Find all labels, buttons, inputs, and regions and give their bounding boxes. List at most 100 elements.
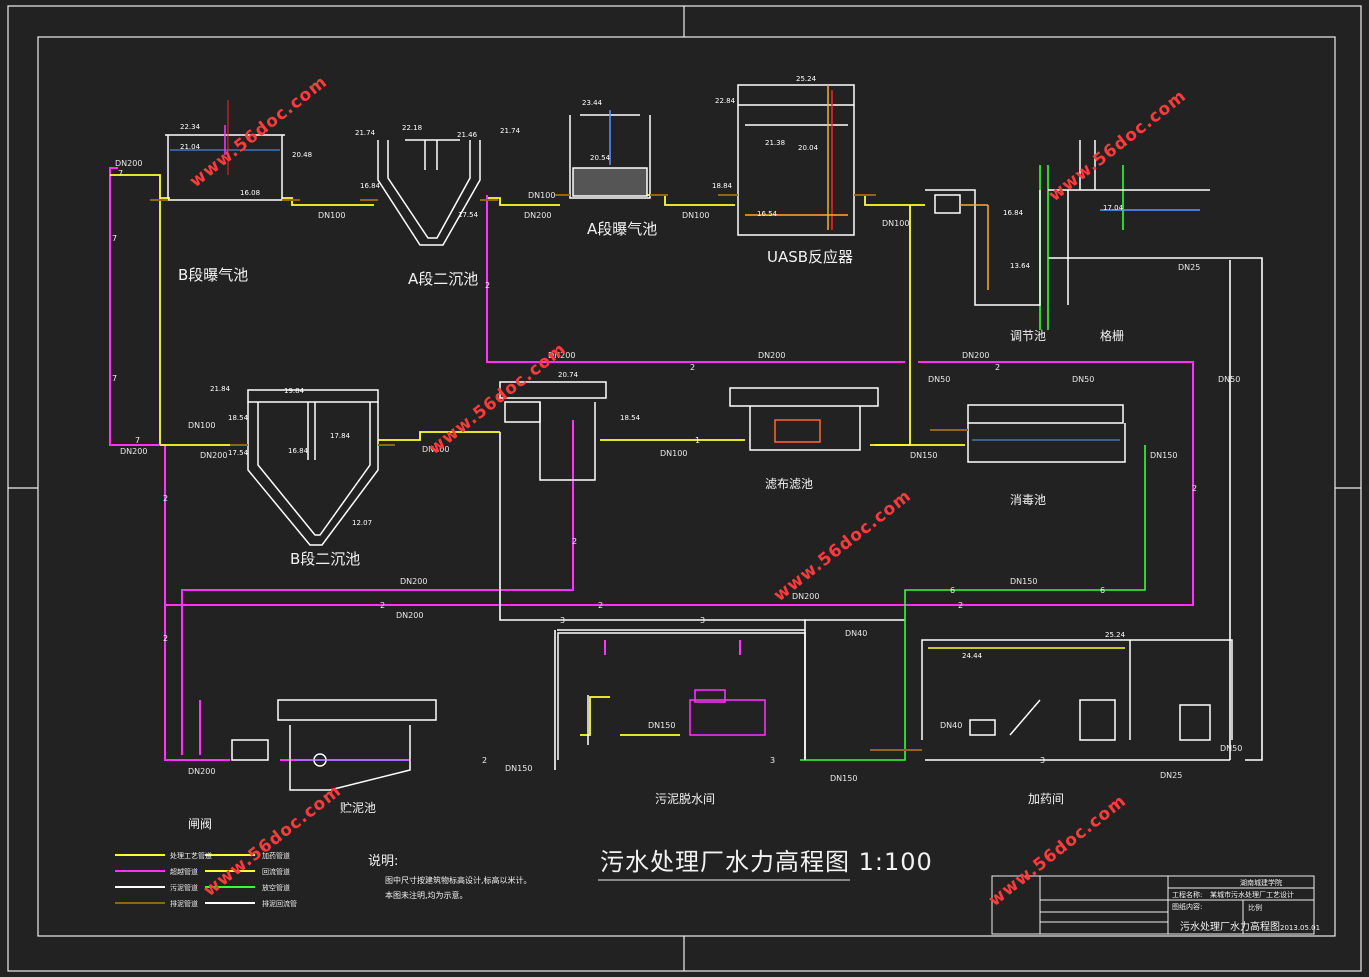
title-block-content-label: 图纸内容:: [1172, 903, 1203, 911]
elevation-tag: 17.54: [228, 449, 249, 457]
unit-dewatering: [557, 632, 806, 760]
title-block-scale-label: 比例: [1248, 904, 1262, 912]
pipe-label: DN200: [548, 351, 576, 360]
elevation-tag: 22.34: [180, 123, 201, 131]
line-number: 2: [598, 601, 604, 610]
line-number: 6: [950, 586, 956, 595]
line-number: 7: [112, 234, 118, 243]
label-dosing: 加药间: [1028, 792, 1065, 806]
legend-label: 处理工艺管道: [170, 852, 212, 860]
line-number: 2: [995, 363, 1001, 372]
unit-b-aeration: [165, 100, 285, 201]
elevation-tag: 12.07: [352, 519, 373, 527]
elevation-tag: 17.04: [1103, 204, 1124, 212]
elevation-tag: 23.44: [582, 99, 603, 107]
label-a-clarifier: A段二沉池: [408, 270, 479, 288]
elevation-tag: 16.54: [757, 210, 778, 218]
pipe-label: DN150: [648, 721, 676, 730]
drawing-frame: [7, 5, 1362, 972]
label-a-aeration: A段曝气池: [587, 220, 658, 238]
pipe-label: DN200: [396, 611, 424, 620]
title-block-project: 某城市污水处理厂工艺设计: [1210, 891, 1294, 899]
pipe-label: DN50: [1072, 375, 1095, 384]
elevation-tag: 21.38: [765, 139, 786, 147]
pipe-label: DN150: [830, 774, 858, 783]
line-number: 2: [482, 756, 488, 765]
pipe-label: DN200: [115, 159, 143, 168]
pipe-label: DN100: [882, 219, 910, 228]
elevation-tag: 18.84: [712, 182, 733, 190]
title-block-school: 湖南城建学院: [1240, 879, 1282, 887]
pipe-label: DN200: [524, 211, 552, 220]
pipe-label: DN200: [792, 592, 820, 601]
bypass-pipes: [109, 167, 1194, 761]
pipe-label: DN25: [1178, 263, 1201, 272]
elevation-tag: 21.46: [457, 131, 478, 139]
elevation-tag: 25.24: [796, 75, 817, 83]
unit-screen: [1048, 140, 1210, 305]
line-number: 2: [485, 281, 491, 290]
elevation-tag: 17.54: [458, 211, 479, 219]
line-number: 1: [695, 436, 701, 445]
pipe-label: DN100: [422, 445, 450, 454]
elevation-tag: 20.48: [292, 151, 313, 159]
line-number: 2: [958, 601, 964, 610]
line-number: 7: [118, 169, 124, 178]
pipe-label: DN50: [1218, 375, 1241, 384]
line-number: 3: [560, 616, 566, 625]
label-sludge-tank: 贮泥池: [340, 801, 377, 815]
pipe-label: DN100: [188, 421, 216, 430]
pipe-label: DN100: [528, 191, 556, 200]
pipe-label: DN200: [188, 767, 216, 776]
unit-b-clarifier: [247, 389, 379, 546]
elevation-tag: 20.74: [558, 371, 579, 379]
pipe-label: DN200: [962, 351, 990, 360]
legend-label: 污泥管道: [170, 884, 198, 892]
elevation-tag: 19.84: [284, 387, 305, 395]
pipe-label: DN200: [200, 451, 228, 460]
elevation-tag: 16.84: [360, 182, 381, 190]
label-gate-well: 闸阀: [188, 817, 213, 831]
elevation-tag: 20.04: [798, 144, 819, 152]
notes-line-2: 本图未注明,均为示意。: [385, 891, 468, 900]
line-number: 7: [112, 374, 118, 383]
title-block-date: 2013.05.01: [1280, 924, 1321, 932]
elevation-tag: 20.54: [590, 154, 611, 162]
legend-label: 超越管道: [170, 868, 198, 876]
unit-equalization: [925, 189, 1041, 306]
line-number: 2: [380, 601, 386, 610]
unit-a-clarifier: [377, 139, 481, 246]
drawing-title: 污水处理厂水力高程图 1:100: [600, 848, 933, 876]
line-number: 2: [163, 494, 169, 503]
pipe-label: DN150: [505, 764, 533, 773]
label-b-aeration: B段曝气池: [178, 266, 249, 284]
label-disinfection: 消毒池: [1010, 493, 1047, 507]
line-number: 3: [770, 756, 776, 765]
line-number: 3: [1040, 756, 1046, 765]
elevation-tag: 18.54: [228, 414, 249, 422]
unit-intermediate-well: [499, 381, 607, 481]
elevation-tag: 22.84: [715, 97, 736, 105]
line-number: 3: [700, 616, 706, 625]
unit-disinfection: [967, 404, 1126, 463]
unit-uasb: [737, 84, 855, 236]
elevation-tag: 13.64: [1010, 262, 1031, 270]
pipe-label: DN100: [682, 211, 710, 220]
pipe-label: DN50: [1220, 744, 1243, 753]
unit-sludge-tank: [231, 699, 437, 791]
pipe-label: DN150: [1150, 451, 1178, 460]
elevation-tag: 21.04: [180, 143, 201, 151]
pipe-label: DN100: [660, 449, 688, 458]
pipe-label: DN40: [845, 629, 868, 638]
pipe-label: DN25: [1160, 771, 1183, 780]
ground-lines: [150, 194, 968, 751]
elevation-tag: 22.18: [402, 124, 423, 132]
elevation-tag: 18.54: [620, 414, 641, 422]
unit-cloth-filter: [729, 387, 879, 451]
elevation-tag: 16.84: [288, 447, 309, 455]
pipe-label: DN200: [758, 351, 786, 360]
label-uasb: UASB反应器: [767, 248, 854, 266]
notes-line-1: 图中尺寸按建筑物标高设计,标高以米计。: [385, 876, 532, 885]
elevation-tag: 21.74: [500, 127, 521, 135]
